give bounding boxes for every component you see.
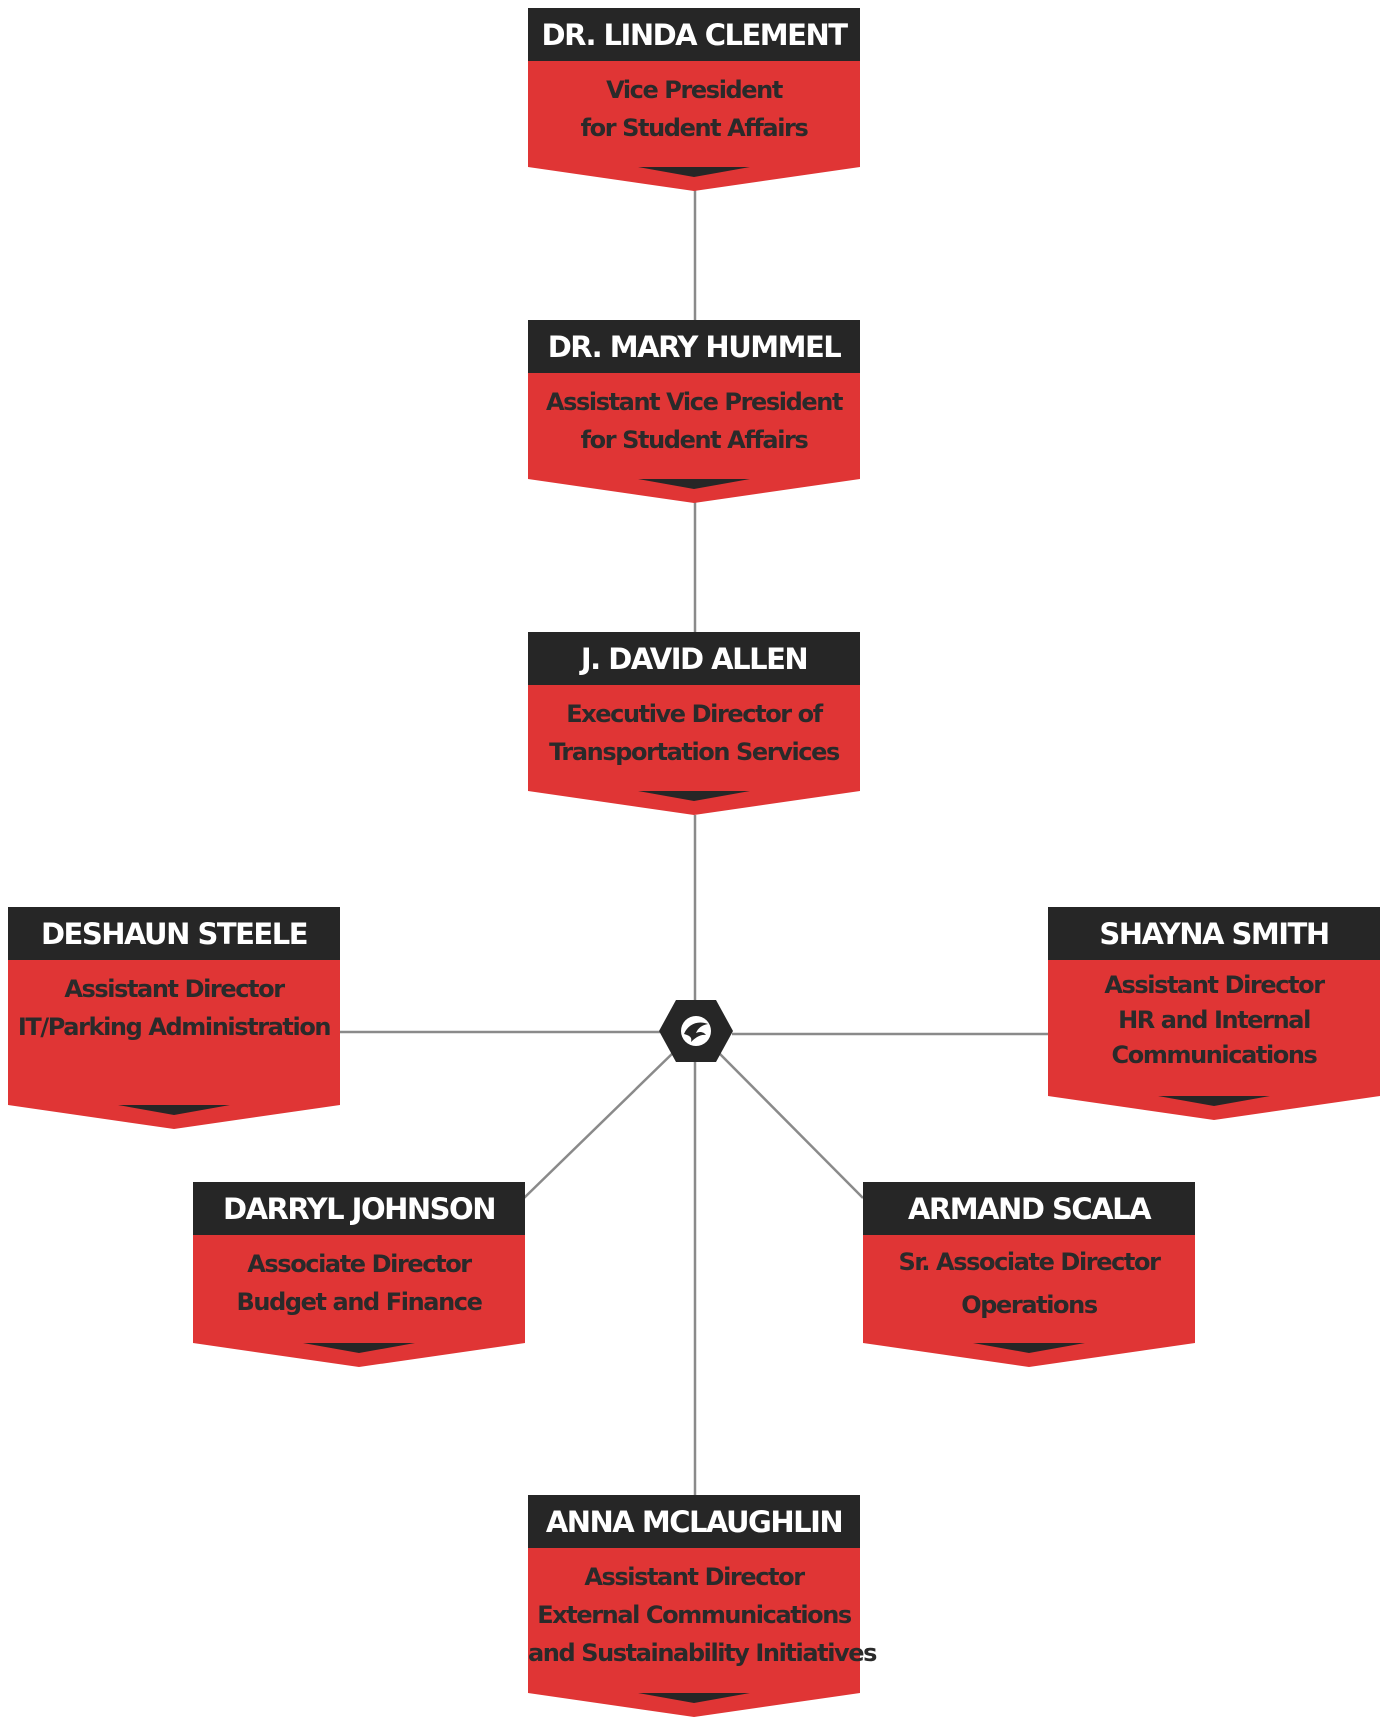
title-panel: Assistant Director External Communicatio… bbox=[528, 1548, 877, 1717]
person-card: SHAYNA SMITH Assistant Director HR and I… bbox=[1048, 907, 1380, 1120]
chevron-down-icon bbox=[528, 479, 860, 503]
title-line: and Sustainability Initiatives bbox=[528, 1639, 877, 1667]
person-name: ANNA MCLAUGHLIN bbox=[528, 1495, 860, 1548]
title-line: for Student Affairs bbox=[580, 114, 809, 142]
title-line: Executive Director of bbox=[566, 700, 823, 728]
title-line: Associate Director bbox=[247, 1250, 472, 1278]
title-line: Transportation Services bbox=[549, 738, 840, 766]
person-card: DR. LINDA CLEMENT Vice President for Stu… bbox=[528, 8, 860, 191]
person-title: Executive Director of Transportation Ser… bbox=[528, 685, 860, 771]
title-line: for Student Affairs bbox=[580, 426, 809, 454]
connector-hub-to-armand bbox=[715, 1049, 864, 1199]
chevron-down-icon bbox=[1048, 1096, 1380, 1120]
title-panel: Assistant Director IT/Parking Administra… bbox=[8, 960, 340, 1129]
person-name: SHAYNA SMITH bbox=[1048, 907, 1380, 960]
title-line: External Communications bbox=[537, 1601, 852, 1629]
person-card: ANNA MCLAUGHLIN Assistant Director Exter… bbox=[528, 1495, 877, 1717]
chevron-down-icon bbox=[863, 1343, 1195, 1367]
logo-icon bbox=[659, 1000, 733, 1062]
person-name: ARMAND SCALA bbox=[863, 1182, 1195, 1235]
title-panel: Associate Director Budget and Finance bbox=[193, 1235, 525, 1367]
person-title: Associate Director Budget and Finance bbox=[193, 1235, 525, 1321]
title-panel: Sr. Associate Director Operations bbox=[863, 1235, 1195, 1367]
hub-node bbox=[658, 998, 734, 1064]
person-title: Sr. Associate Director Operations bbox=[863, 1235, 1195, 1327]
person-name: DR. MARY HUMMEL bbox=[528, 320, 860, 373]
title-line: Assistant Director bbox=[584, 1563, 805, 1591]
chevron-down-icon bbox=[528, 1693, 860, 1717]
chevron-down-icon bbox=[8, 1105, 340, 1129]
person-title: Assistant Director IT/Parking Administra… bbox=[8, 960, 340, 1046]
person-card: J. DAVID ALLEN Executive Director of Tra… bbox=[528, 632, 860, 815]
title-line: Assistant Director bbox=[1104, 971, 1325, 999]
person-card: DESHAUN STEELE Assistant Director IT/Par… bbox=[8, 907, 340, 1129]
title-line: Vice President bbox=[606, 76, 783, 104]
title-line: Assistant Director bbox=[64, 975, 285, 1003]
chevron-down-icon bbox=[528, 791, 860, 815]
person-name: J. DAVID ALLEN bbox=[528, 632, 860, 685]
person-card: DR. MARY HUMMEL Assistant Vice President… bbox=[528, 320, 860, 503]
connector-hub-to-darryl bbox=[523, 1049, 677, 1199]
person-name: DESHAUN STEELE bbox=[8, 907, 340, 960]
title-line: Assistant Vice President bbox=[545, 388, 844, 416]
title-line: HR and Internal bbox=[1118, 1006, 1311, 1034]
person-name: DR. LINDA CLEMENT bbox=[528, 8, 860, 61]
chevron-down-icon bbox=[193, 1343, 525, 1367]
title-line: IT/Parking Administration bbox=[17, 1013, 332, 1041]
person-title: Assistant Vice President for Student Aff… bbox=[528, 373, 860, 459]
title-panel: Assistant Vice President for Student Aff… bbox=[528, 373, 860, 503]
title-panel: Executive Director of Transportation Ser… bbox=[528, 685, 860, 815]
title-line: Sr. Associate Director bbox=[898, 1248, 1160, 1276]
person-title: Assistant Director HR and Internal Commu… bbox=[1048, 960, 1380, 1073]
person-card: ARMAND SCALA Sr. Associate Director Oper… bbox=[863, 1182, 1195, 1367]
title-panel: Vice President for Student Affairs bbox=[528, 61, 860, 191]
title-line: Operations bbox=[961, 1291, 1098, 1319]
person-card: DARRYL JOHNSON Associate Director Budget… bbox=[193, 1182, 525, 1367]
person-title: Assistant Director External Communicatio… bbox=[528, 1548, 877, 1672]
person-title: Vice President for Student Affairs bbox=[528, 61, 860, 147]
title-line: Budget and Finance bbox=[236, 1288, 483, 1316]
person-name: DARRYL JOHNSON bbox=[193, 1182, 525, 1235]
title-line: Communications bbox=[1111, 1041, 1318, 1069]
title-panel: Assistant Director HR and Internal Commu… bbox=[1048, 960, 1380, 1120]
chevron-down-icon bbox=[528, 167, 860, 191]
